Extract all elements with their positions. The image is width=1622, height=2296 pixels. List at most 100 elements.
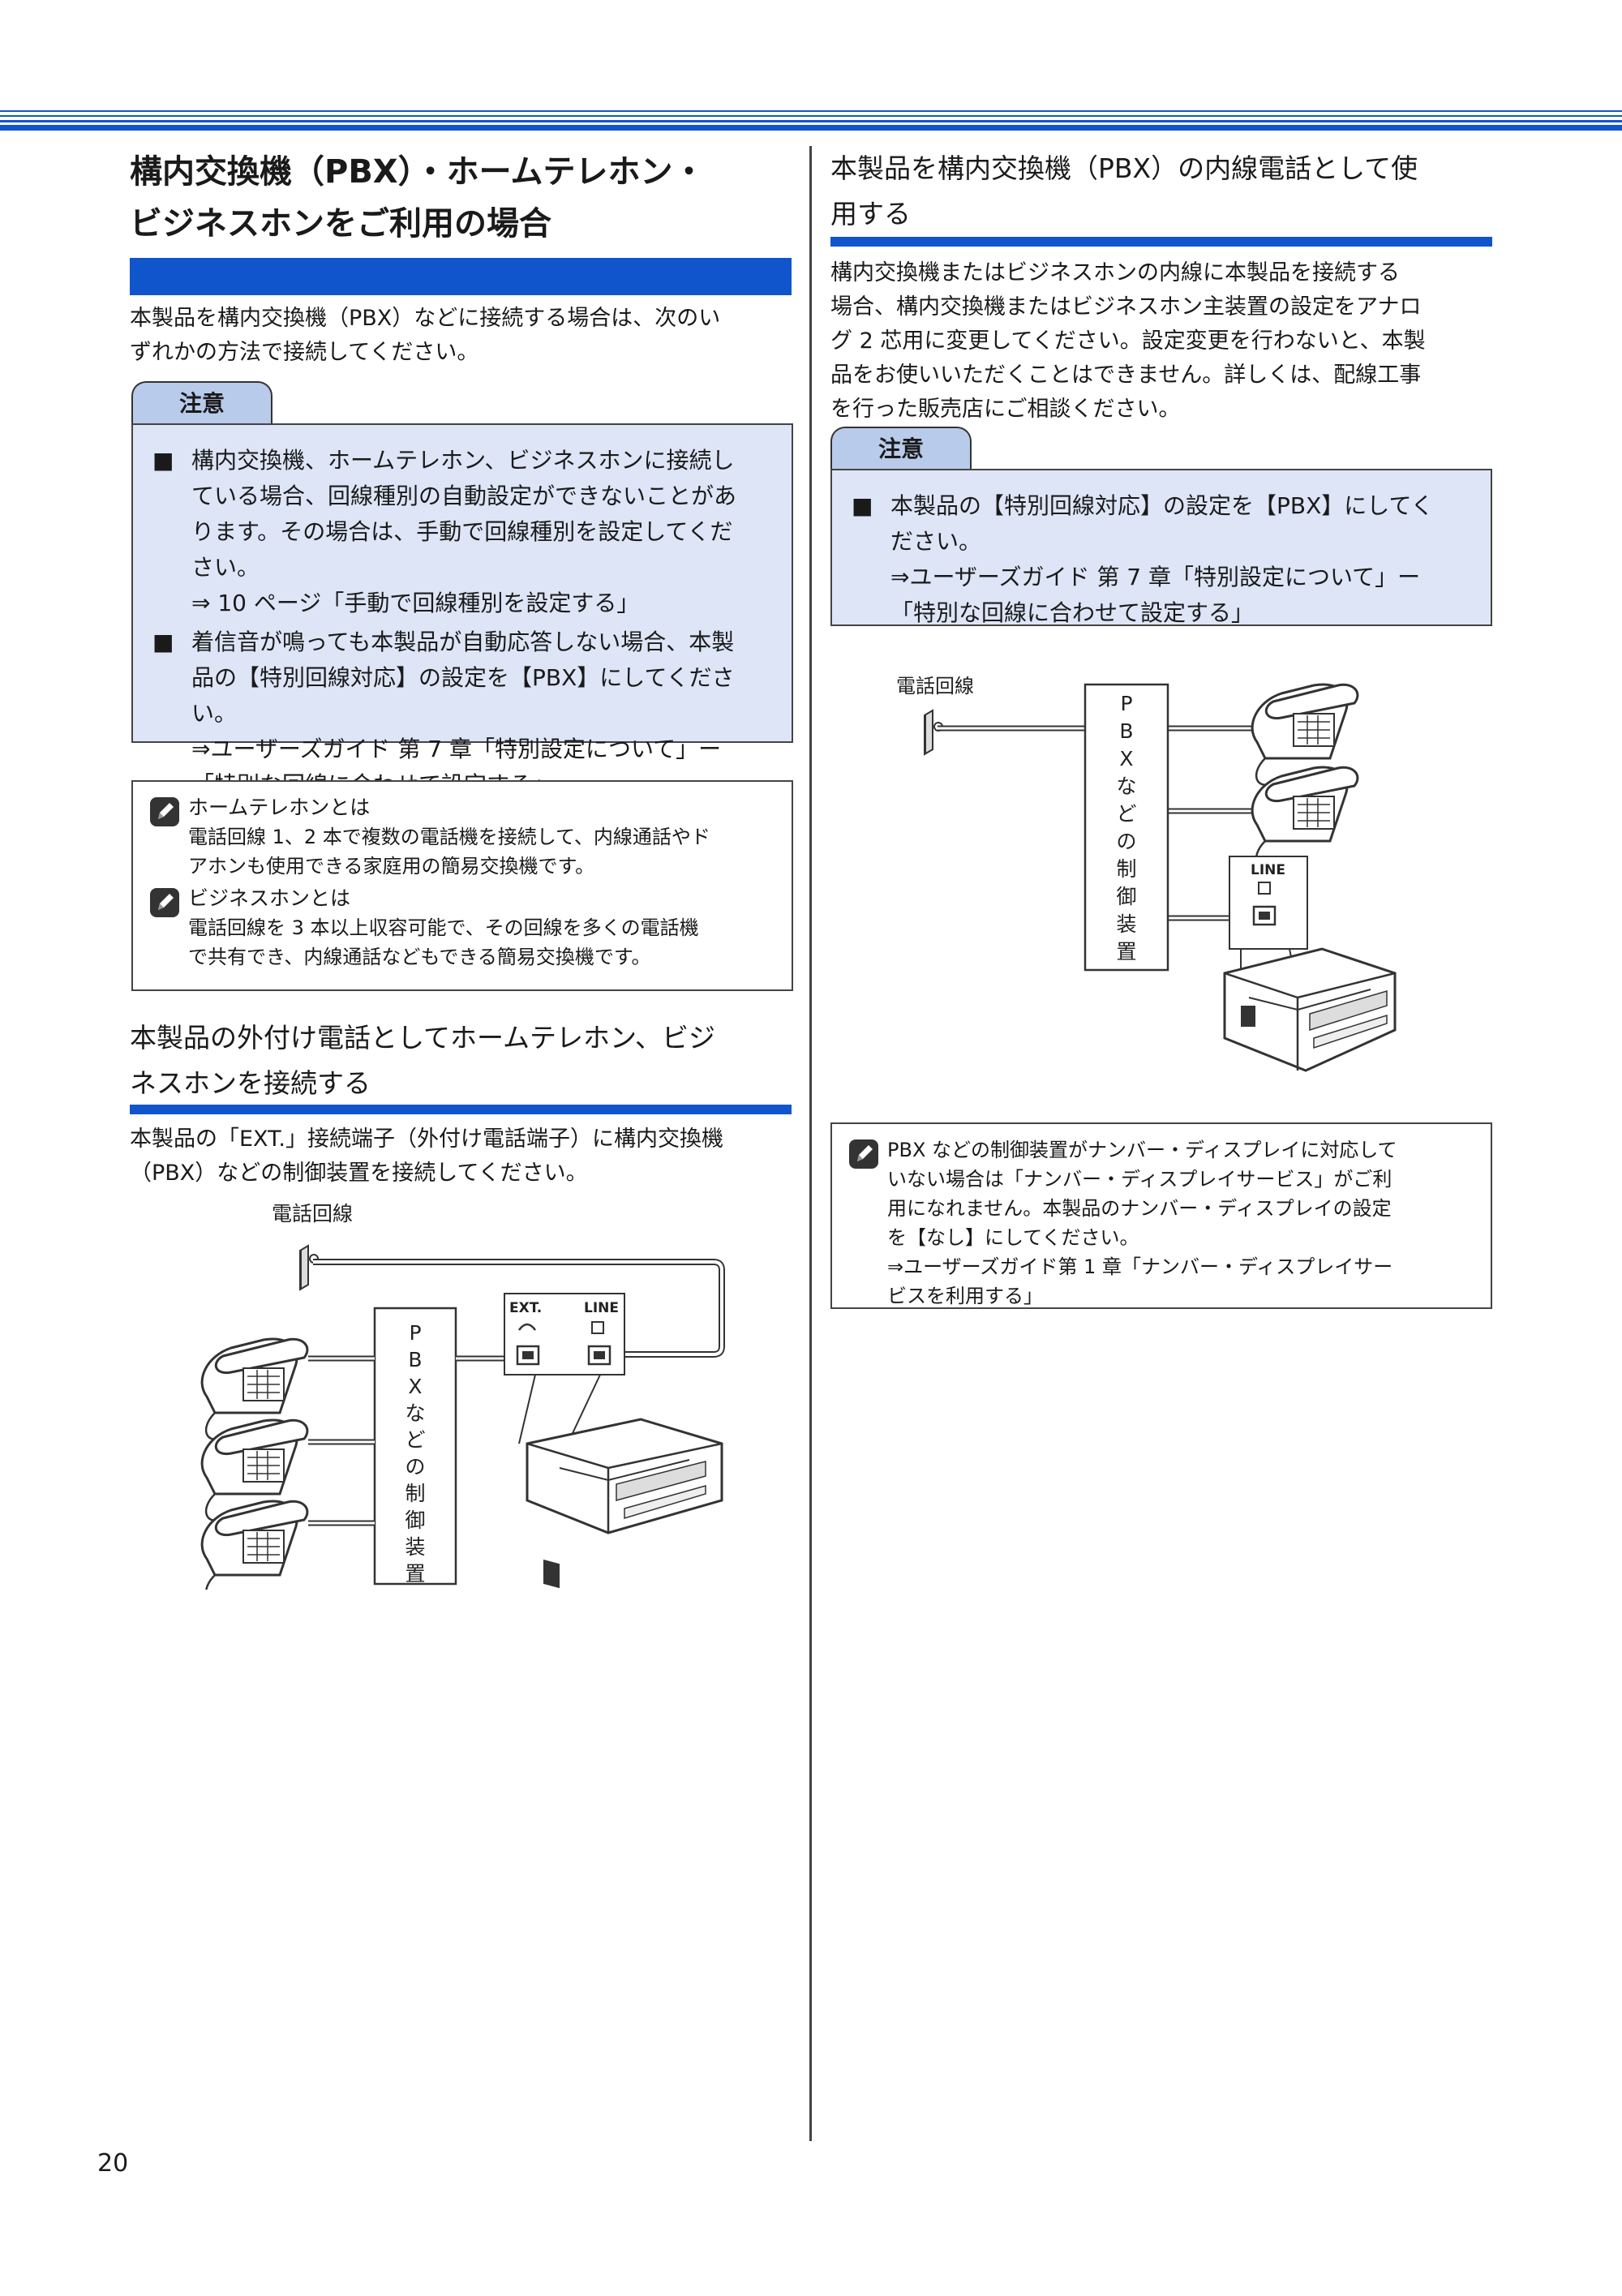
- wall-jack-icon: [299, 1244, 319, 1291]
- pbx-vertical-label: P B X な ど の 制 御 装 置: [1116, 692, 1136, 963]
- caution-item: ■ 本製品の【特別回線対応】の設定を【PBX】にしてく ださい。 ⇒ユーザーズガ…: [852, 488, 1474, 631]
- memo-text: 電話回線を 3 本以上収容可能で、その回線を多くの電話機: [188, 916, 699, 939]
- line-port-icon: [587, 1321, 611, 1366]
- memo-pencil-icon: [848, 1135, 887, 1311]
- section-heading-rule: [130, 1105, 792, 1114]
- caution-link[interactable]: ⇒ 10 ページ「手動で回線種別を設定する」: [191, 590, 640, 616]
- section-text-line: 場合、構内交換機またはビジネスホン主装置の設定をアナロ: [830, 294, 1422, 320]
- pbx-char: 置: [1116, 940, 1136, 963]
- memo-item: ホームテレホンとは 電話回線 1、2 本で複数の電話機を接続して、内線通話やド …: [149, 793, 777, 881]
- memo-pencil-icon: [149, 884, 188, 972]
- pbx-char: X: [1119, 747, 1133, 770]
- phone-line-label: 電話回線: [272, 1202, 353, 1225]
- section-text-line: 品をお使いいただくことはできません。詳しくは、配線工事: [830, 363, 1422, 388]
- caution-box-left: ■ 構内交換機、ホームテレホン、ビジネスホンに接続し ている場合、回線種別の自動…: [131, 423, 793, 798]
- section-text-line: グ 2 芯用に変更してください。設定変更を行わないと、本製: [830, 328, 1426, 354]
- header-rule-thin-1: [0, 110, 1622, 112]
- section-text-line1: 本製品の「EXT.」接続端子（外付け電話端子）に構内交換機: [130, 1127, 723, 1152]
- bullet-square: ■: [852, 492, 873, 519]
- pbx-char: 装: [1116, 912, 1136, 936]
- section-heading-rule: [830, 237, 1492, 247]
- caution-item: ■ 構内交換機、ホームテレホン、ビジネスホンに接続し ている場合、回線種別の自動…: [152, 443, 775, 621]
- pbx-char: 制: [405, 1482, 425, 1505]
- port-callout-box: [1229, 856, 1308, 950]
- caution-link[interactable]: 「特別な回線に合わせて設定する」: [890, 599, 1255, 626]
- pbx-char: 装: [405, 1535, 425, 1559]
- pbx-char: 制: [1116, 857, 1136, 881]
- memo-text: PBX などの制御装置がナンバー・ディスプレイに対応して: [887, 1139, 1397, 1161]
- intro-line1: 本製品を構内交換機（PBX）などに接続する場合は、次のい: [130, 306, 721, 331]
- pbx-char: X: [408, 1375, 422, 1398]
- memo-text: 電話回線 1、2 本で複数の電話機を接続して、内線通話やド: [188, 826, 710, 848]
- memo-link[interactable]: ⇒ユーザーズガイド第 1 章「ナンバー・ディスプレイサー: [887, 1255, 1393, 1278]
- caution-tab-left: 注意: [131, 381, 272, 425]
- title-blue-band: [130, 258, 792, 295]
- column-divider: [809, 146, 812, 2141]
- pbx-char: な: [1116, 775, 1136, 798]
- caution-line: ている場合、回線種別の自動設定ができないことがあ: [191, 483, 737, 509]
- pbx-internal-connection-diagram: 電話回線 P B X な ど の 制 御 装 置 LINE: [896, 675, 1397, 1072]
- pbx-char: 置: [405, 1562, 425, 1586]
- caution-item: ■ 着信音が鳴っても本製品が自動応答しない場合、本製 品の【特別回線対応】の設定…: [152, 624, 775, 803]
- page-number: 20: [97, 2149, 129, 2178]
- section-text-line2: （PBX）などの制御装置を接続してください。: [130, 1161, 588, 1186]
- section-heading-line1: 本製品を構内交換機（PBX）の内線電話として使: [830, 152, 1418, 184]
- intro-line2: ずれかの方法で接続してください。: [130, 340, 479, 365]
- pbx-char: の: [1116, 830, 1136, 853]
- pbx-char: ど: [1116, 802, 1136, 826]
- bullet-square: ■: [152, 629, 174, 655]
- page-title-line1: 構内交換機（PBX）・ホームテレホン・: [130, 153, 706, 191]
- pbx-char: な: [405, 1401, 425, 1425]
- memo-pencil-icon: [149, 793, 188, 881]
- pbx-char: 御: [405, 1508, 425, 1532]
- header-rule-thick: [0, 125, 1622, 131]
- pbx-char: P: [409, 1321, 421, 1345]
- pbx-char: B: [1119, 719, 1133, 743]
- pbx-ext-connection-diagram: 電話回線 P B X な ど の 制 御 装 置 EXT. LINE: [200, 1202, 725, 1590]
- caution-link[interactable]: ⇒ユーザーズガイド 第 7 章「特別設定について」ー: [890, 564, 1421, 590]
- telephone-icon: [200, 1500, 309, 1590]
- memo-text: アホンも使用できる家庭用の簡易交換機です。: [188, 855, 595, 878]
- caution-line: 着信音が鳴っても本製品が自動応答しない場合、本製: [191, 629, 735, 655]
- ext-port-label: EXT.: [509, 1300, 542, 1316]
- intro-text: 本製品を構内交換機（PBX）などに接続する場合は、次のい ずれかの方法で接続して…: [130, 302, 803, 370]
- memo-box-right: PBX などの制御装置がナンバー・ディスプレイに対応して いない場合は「ナンバー…: [830, 1122, 1492, 1309]
- section-heading-line2: ネスホンを接続する: [130, 1067, 371, 1099]
- caution-link[interactable]: ⇒ユーザーズガイド 第 7 章「特別設定について」ー: [191, 736, 722, 762]
- line-port-icon: [1252, 882, 1277, 926]
- memo-box-left: ホームテレホンとは 電話回線 1、2 本で複数の電話機を接続して、内線通話やド …: [131, 780, 793, 991]
- section-heading-line1: 本製品の外付け電話としてホームテレホン、ビジ: [130, 1022, 716, 1054]
- caution-line: 構内交換機、ホームテレホン、ビジネスホンに接続し: [191, 447, 735, 474]
- memo-text: で共有でき、内線通話などもできる簡易交換機です。: [188, 946, 651, 968]
- page-title-line2: ビジネスホンをご利用の場合: [130, 205, 551, 242]
- section-text-line: を行った販売店にご相談ください。: [830, 397, 1181, 422]
- page-title: 構内交換機（PBX）・ホームテレホン・ ビジネスホンをご利用の場合: [130, 146, 803, 250]
- phone-line-label: 電話回線: [896, 675, 974, 697]
- line-port-label: LINE: [1251, 862, 1285, 878]
- caution-box-right: ■ 本製品の【特別回線対応】の設定を【PBX】にしてく ださい。 ⇒ユーザーズガ…: [830, 469, 1492, 626]
- memo-title: ビジネスホンとは: [188, 886, 351, 910]
- ext-port-icon: [516, 1323, 540, 1366]
- pbx-control-unit: [373, 1307, 457, 1586]
- header-rule-thin-2: [0, 115, 1622, 117]
- section-text-line: 構内交換機またはビジネスホンの内線に本製品を接続する: [830, 260, 1400, 285]
- caution-line: ださい。: [890, 528, 982, 555]
- line-port-label: LINE: [584, 1300, 619, 1316]
- section-heading-internal: 本製品を構内交換機（PBX）の内線電話として使 用する: [830, 146, 1504, 237]
- pbx-vertical-label: P B X な ど の 制 御 装 置: [405, 1321, 425, 1586]
- caution-tab-right: 注意: [830, 427, 972, 470]
- multifunction-printer-illustration: [526, 1418, 723, 1589]
- caution-line: 品の【特別回線対応】の設定を【PBX】にしてください。: [191, 664, 735, 727]
- pbx-char: ど: [405, 1428, 425, 1452]
- section-text-ext: 本製品の「EXT.」接続端子（外付け電話端子）に構内交換機 （PBX）などの制御…: [130, 1122, 803, 1191]
- header-rule-thin-3: [0, 120, 1622, 122]
- caution-line: ります。その場合は、手動で回線種別を設定してくだ: [191, 518, 733, 545]
- bullet-square: ■: [152, 447, 174, 474]
- caution-line: 本製品の【特別回線対応】の設定を【PBX】にしてく: [890, 492, 1434, 519]
- memo-link[interactable]: ビスを利用する」: [887, 1285, 1043, 1307]
- section-text-internal: 構内交換機またはビジネスホンの内線に本製品を接続する 場合、構内交換機またはビジ…: [830, 256, 1504, 427]
- section-heading-line2: 用する: [830, 198, 911, 230]
- memo-item: ビジネスホンとは 電話回線を 3 本以上収容可能で、その回線を多くの電話機 で共…: [149, 884, 777, 972]
- section-heading-ext: 本製品の外付け電話としてホームテレホン、ビジ ネスホンを接続する: [130, 1015, 803, 1106]
- memo-text: を【なし】にしてください。: [887, 1226, 1139, 1249]
